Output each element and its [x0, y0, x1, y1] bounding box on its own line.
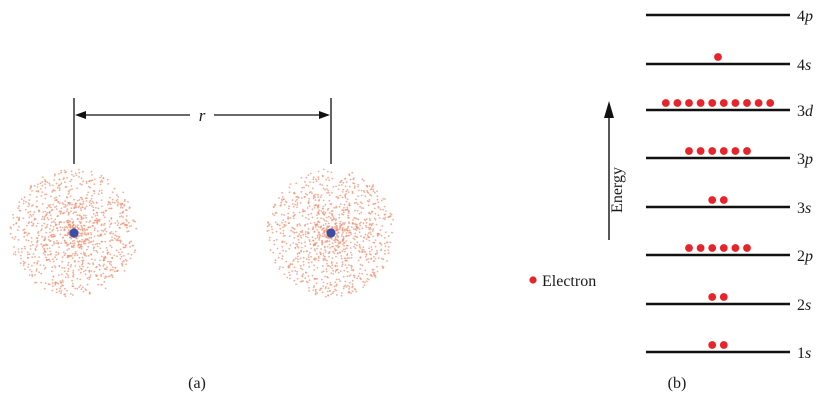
- electron-dot: [766, 99, 775, 107]
- electron-dot: [696, 99, 705, 107]
- atom-right-cloud: [266, 168, 394, 298]
- electron-dot: [731, 99, 740, 107]
- electron-dot: [719, 196, 728, 204]
- atom-left-nucleus: [69, 228, 79, 238]
- level-3d: 3d: [646, 99, 814, 120]
- level-1s: 1s: [646, 341, 811, 362]
- electron-dot: [673, 99, 682, 107]
- legend-electron-dot: [529, 276, 537, 284]
- level-label: 4s: [797, 57, 811, 74]
- electron-dot: [743, 244, 751, 252]
- electron-dot: [708, 147, 717, 155]
- atom-right-nucleus: [326, 228, 336, 238]
- dimension-arrow-left: [75, 111, 86, 119]
- level-2s: 2s: [646, 293, 811, 314]
- level-label: 4p: [797, 8, 813, 25]
- electron-dot: [743, 99, 751, 107]
- panel-a: r (a): [9, 98, 394, 392]
- electron-dot: [708, 244, 717, 252]
- level-label: 3s: [797, 200, 811, 217]
- energy-levels: 4p 4s 3d 3p 3s 2p 2s 1s: [646, 8, 814, 362]
- electron-dot: [685, 244, 693, 252]
- level-2p: 2p: [646, 244, 813, 265]
- level-label: 2s: [797, 297, 811, 314]
- electron-dot: [708, 293, 717, 301]
- level-label: 2p: [797, 248, 813, 265]
- distance-label: r: [199, 106, 206, 125]
- level-label: 1s: [797, 345, 811, 362]
- dimension-arrow-right: [319, 111, 330, 119]
- caption-b: (b): [668, 375, 687, 392]
- electron-dot: [685, 147, 693, 155]
- level-3s: 3s: [646, 196, 811, 217]
- electron-dot: [685, 99, 693, 107]
- nuclei: [69, 228, 336, 238]
- electron-dot: [731, 147, 740, 155]
- electron-dot: [714, 53, 722, 61]
- electron-dot: [661, 99, 670, 107]
- electron-dot: [719, 99, 728, 107]
- level-label: 3p: [797, 151, 813, 168]
- electron-dot: [696, 244, 705, 252]
- electron-dot: [719, 293, 728, 301]
- legend-label: Electron: [542, 273, 596, 290]
- level-4p: 4p: [646, 8, 813, 25]
- electron-clouds: [9, 168, 394, 298]
- level-3p: 3p: [646, 147, 813, 168]
- electron-dot: [731, 244, 740, 252]
- electron-dot: [708, 99, 717, 107]
- electron-dot: [719, 147, 728, 155]
- electron-dot: [696, 147, 705, 155]
- level-4s: 4s: [646, 53, 811, 74]
- electron-dot: [719, 244, 728, 252]
- electron-dot: [719, 341, 728, 349]
- energy-axis-label: Energy: [609, 167, 626, 213]
- electron-dot: [708, 196, 717, 204]
- electron-dot: [743, 147, 751, 155]
- panel-b: 4p 4s 3d 3p 3s 2p 2s 1s Energy Electron (b): [529, 8, 814, 392]
- caption-a: (a): [188, 375, 206, 392]
- electron-dot: [754, 99, 763, 107]
- energy-axis-arrow: [604, 101, 614, 118]
- electron-dot: [708, 341, 717, 349]
- level-label: 3d: [797, 103, 814, 120]
